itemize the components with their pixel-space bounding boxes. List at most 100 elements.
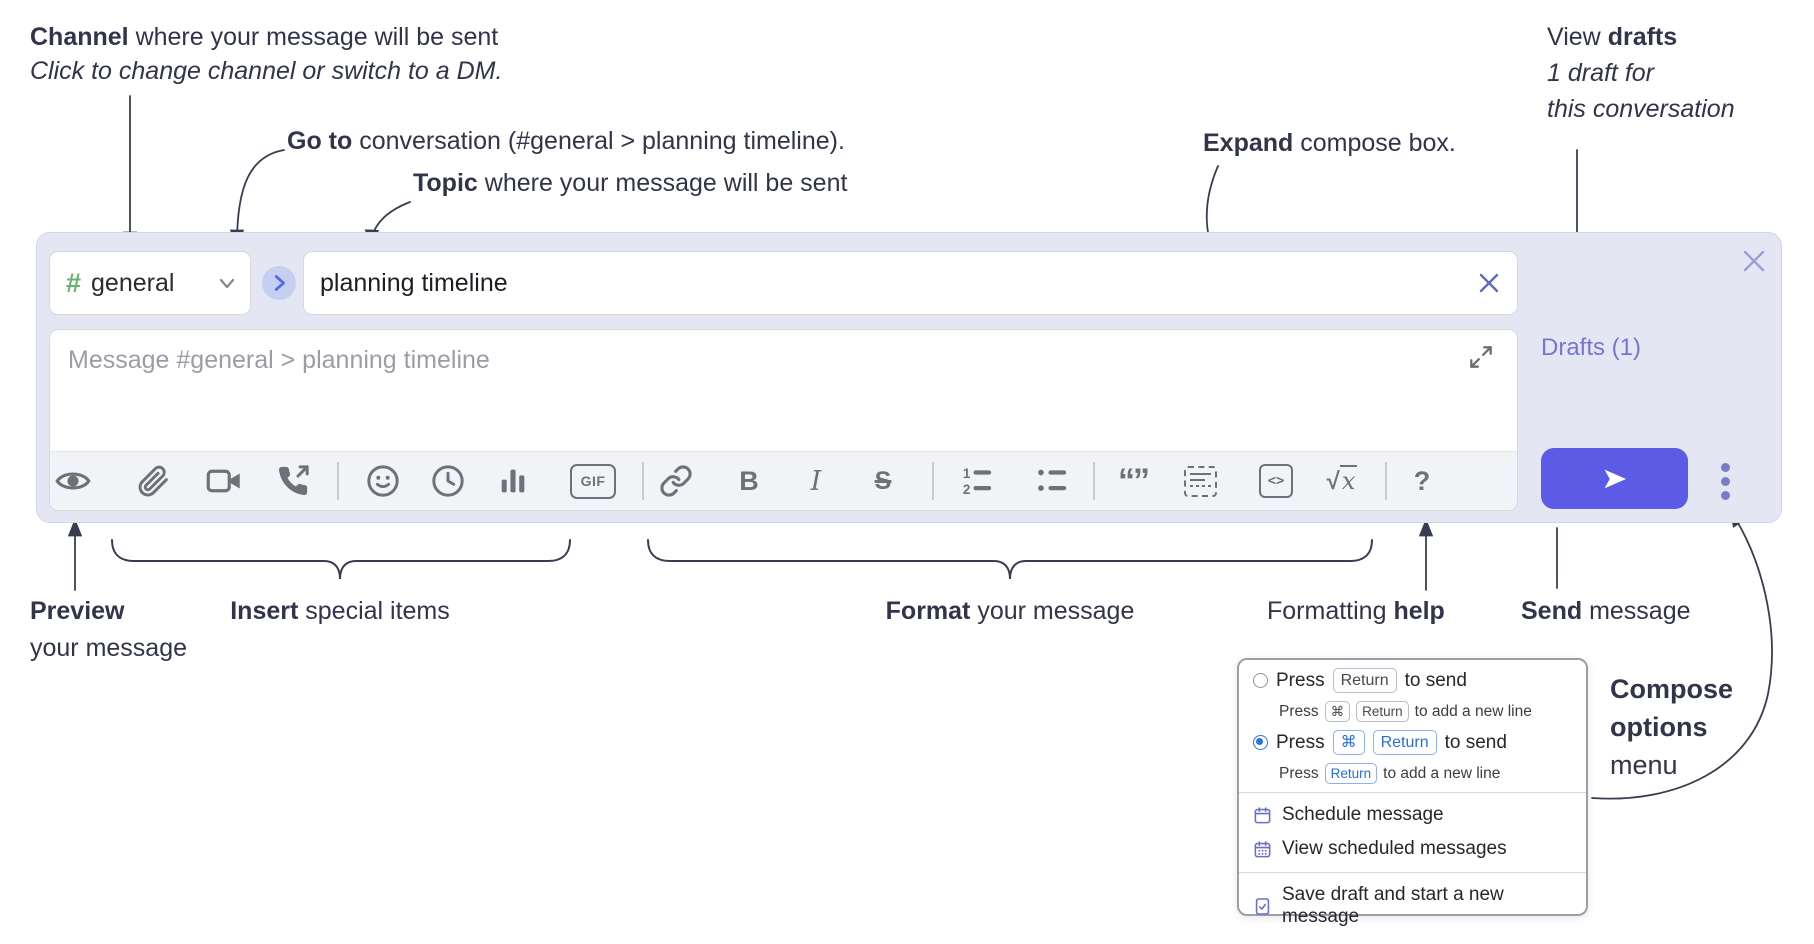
audio-call-button[interactable] [270,458,316,504]
insert-annotation: Insert special items [230,597,450,625]
formatting-help-button[interactable]: ? [1399,458,1445,504]
formatting-help-annotation: Formatting help [1267,597,1445,625]
message-input[interactable] [50,330,1468,464]
gif-icon: GIF [570,463,616,499]
topic-input[interactable] [303,251,1518,315]
topic-annotation: Topic where your message will be sent [413,169,848,197]
bold-button[interactable]: B [726,458,772,504]
compose-options-annotation: Compose options menu [1610,674,1734,780]
channel-selector[interactable]: # general [49,251,251,315]
drafts-link[interactable]: Drafts (1) [1541,334,1642,361]
calendar-icon [1254,806,1271,823]
insert-brace [111,539,571,580]
bar-chart-icon [501,469,525,493]
radio-selected-icon[interactable] [1253,735,1268,750]
channel-annotation-line2: Click to change channel or switch to a D… [30,57,503,85]
goto-annotation: Go to conversation (#general > planning … [287,127,845,155]
menu-divider [1239,792,1586,793]
emoji-button[interactable] [360,458,406,504]
view-drafts-annotation: View drafts [1547,23,1678,51]
spoiler-button[interactable] [1177,458,1223,504]
compose-box: # general [36,232,1782,523]
kebab-dot [1720,476,1730,486]
bulleted-list-button[interactable] [1029,458,1075,504]
quote-icon: “” [1118,462,1150,500]
channel-name: general [91,268,175,297]
strikethrough-icon: S [874,466,892,495]
close-icon [1743,250,1765,272]
italic-icon: I [810,465,822,497]
send-icon [1604,469,1626,488]
close-icon [1479,273,1499,293]
smiley-icon [367,465,399,497]
strikethrough-button[interactable]: S [860,458,906,504]
math-button[interactable]: √x [1319,458,1365,504]
topic-field-wrapper [303,251,1518,315]
send-annotation: Send message [1521,597,1691,625]
draft-check-icon [1255,897,1270,915]
svg-text:2: 2 [963,482,970,497]
expand-compose-icon[interactable] [1467,343,1495,371]
code-icon: <> [1259,464,1293,498]
paperclip-icon [138,465,168,497]
view-scheduled-messages-item[interactable]: View scheduled messages [1253,838,1507,860]
video-call-button[interactable] [201,458,247,504]
spoiler-icon [1183,465,1217,497]
menu-divider [1239,872,1586,873]
kebab-dot [1720,462,1730,472]
message-area: GIF B I S 12 [49,329,1518,511]
save-draft-item[interactable]: Save draft and start a new message [1253,884,1586,928]
schedule-message-item[interactable]: Schedule message [1253,804,1444,826]
attach-file-button[interactable] [130,458,176,504]
quote-button[interactable]: “” [1110,458,1156,504]
view-drafts-annotation-line2: 1 draft for [1547,59,1654,87]
format-brace [647,539,1373,580]
toolbar-divider [642,462,644,500]
goto-arrow [229,149,285,248]
send-button[interactable] [1541,448,1688,509]
link-button[interactable] [653,458,699,504]
gif-button[interactable]: GIF [570,458,616,504]
preview-annotation-line2: your message [30,634,188,662]
toolbar-divider [932,462,934,500]
bulleted-list-icon [1038,469,1067,491]
go-to-conversation-button[interactable] [262,266,296,300]
preview-button[interactable] [50,458,96,504]
poll-button[interactable] [490,458,536,504]
code-button[interactable]: <> [1253,458,1299,504]
svg-text:1: 1 [963,466,971,481]
bold-icon: B [739,465,759,496]
chevron-right-icon [274,275,285,291]
calendar-grid-icon [1254,840,1271,857]
channel-annotation: Channel where your message will be sent [30,23,499,51]
radio-unselected-icon[interactable] [1253,673,1268,688]
preview-annotation: Preview [30,597,125,625]
phone-outgoing-icon [278,465,309,496]
kebab-dot [1720,490,1730,500]
compose-options-button[interactable] [1709,459,1741,503]
channel-hash-icon: # [66,267,82,298]
chevron-down-icon [219,278,235,289]
global-time-button[interactable] [425,458,471,504]
video-camera-icon [206,469,240,493]
close-compose-button[interactable] [1739,246,1769,276]
question-mark-icon: ? [1413,465,1431,496]
math-icon: √x [1326,464,1358,495]
clear-topic-button[interactable] [1476,270,1502,296]
toolbar-divider [337,462,339,500]
clock-icon [432,465,464,497]
numbered-list-icon: 12 [963,466,992,497]
expand-annotation: Expand compose box. [1203,129,1456,157]
italic-button[interactable]: I [793,458,839,504]
eye-icon [55,472,91,490]
format-annotation: Format your message [885,597,1135,625]
link-icon [660,465,692,497]
view-drafts-annotation-line3: this conversation [1547,95,1735,123]
